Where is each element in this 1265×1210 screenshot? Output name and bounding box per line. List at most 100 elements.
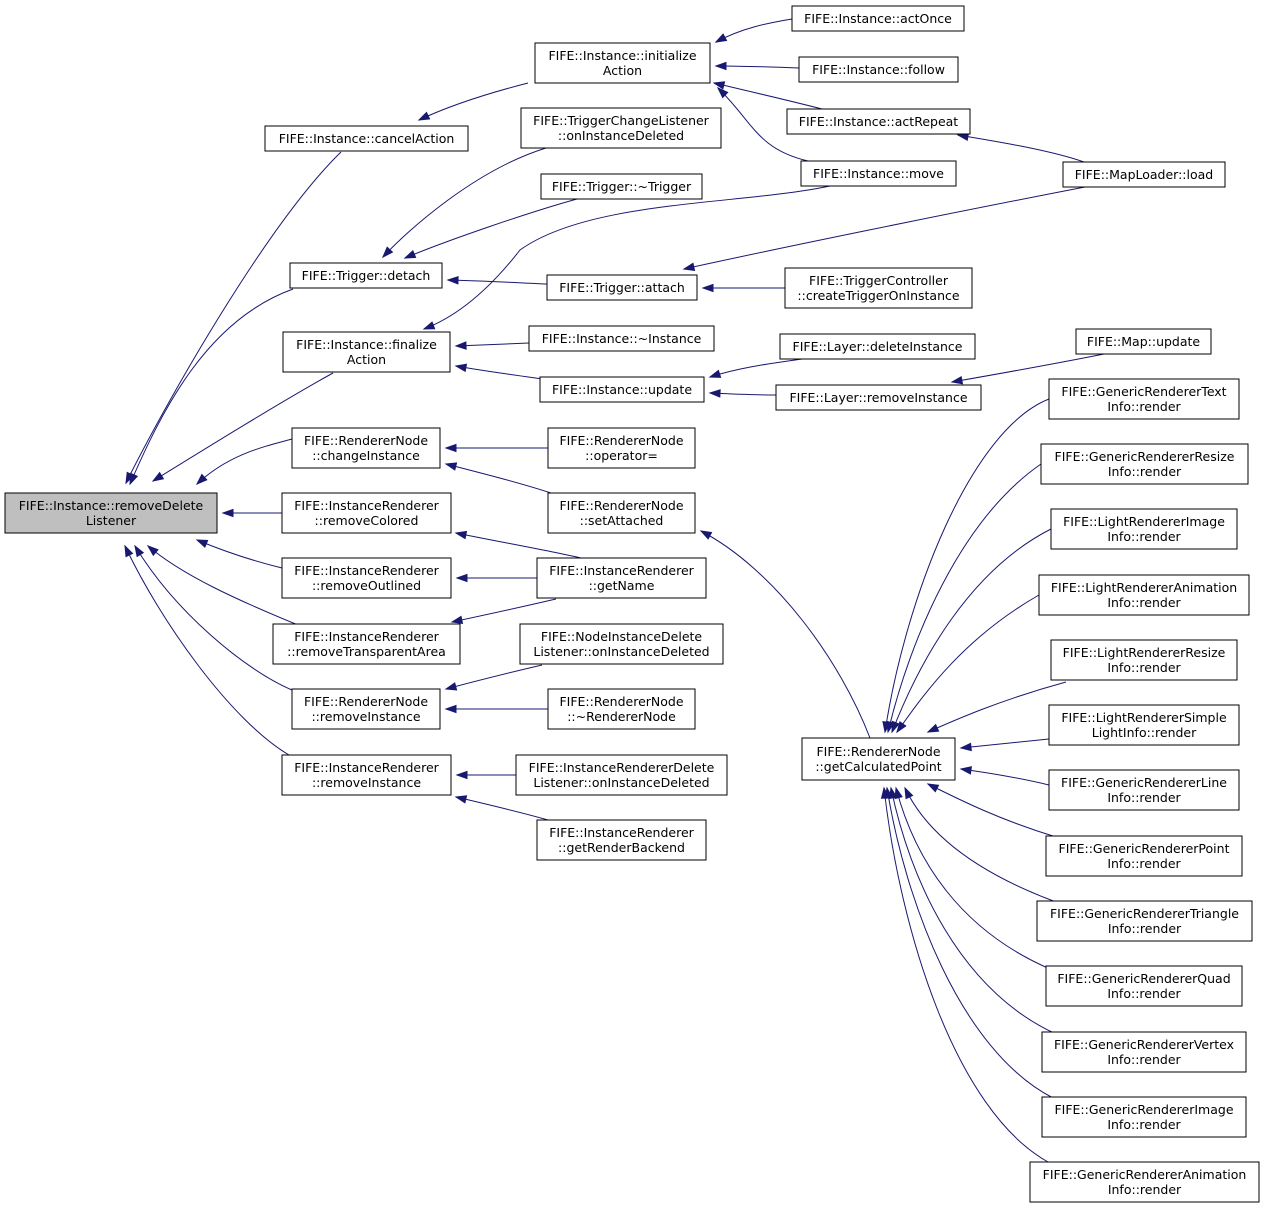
node-label: FIFE::LightRendererAnimation bbox=[1051, 580, 1237, 595]
node-cancelAction[interactable]: FIFE::Instance::cancelAction bbox=[264, 125, 469, 152]
node-irDeleteListener[interactable]: FIFE::InstanceRendererDeleteListener::on… bbox=[515, 754, 728, 796]
node-actOnce[interactable]: FIFE::Instance::actOnce bbox=[791, 5, 965, 32]
edge-arrowhead bbox=[712, 81, 726, 90]
node-label: ::~RendererNode bbox=[567, 709, 676, 724]
node-box bbox=[1038, 574, 1250, 616]
node-box bbox=[520, 107, 722, 149]
node-box bbox=[281, 492, 452, 534]
edge-irRemoveTransparentArea-to-removeDeleteListener bbox=[146, 545, 299, 626]
node-triggerDtor[interactable]: FIFE::Trigger::~Trigger bbox=[540, 173, 703, 200]
edge-arrowhead bbox=[124, 544, 134, 558]
edge-triggerAttach-to-triggerDetach bbox=[446, 275, 548, 285]
node-box bbox=[281, 557, 452, 599]
node-grTriangle[interactable]: FIFE::GenericRendererTriangleInfo::rende… bbox=[1036, 900, 1253, 942]
edge-irDeleteListener-to-irRemoveInstance bbox=[455, 770, 516, 780]
node-label: Info::render bbox=[1107, 790, 1181, 805]
edge-mapLoaderLoad-to-triggerAttach bbox=[682, 186, 1086, 271]
edge-line bbox=[957, 134, 1085, 163]
edge-line bbox=[125, 151, 342, 484]
node-label: Listener::onInstanceDeleted bbox=[533, 775, 709, 790]
edge-actOnce-to-initializeAction bbox=[714, 18, 793, 43]
node-box bbox=[1062, 161, 1226, 188]
node-instanceDtor[interactable]: FIFE::Instance::~Instance bbox=[528, 325, 715, 352]
node-irRemoveColored[interactable]: FIFE::InstanceRenderer::removeColored bbox=[281, 492, 452, 534]
node-irRemoveTransparentArea[interactable]: FIFE::InstanceRenderer::removeTransparen… bbox=[272, 623, 461, 665]
node-label: ::changeInstance bbox=[312, 448, 420, 463]
node-follow[interactable]: FIFE::Instance::follow bbox=[798, 56, 959, 83]
edge-rnOperatorAssign-to-rnChangeInstance bbox=[444, 443, 548, 453]
node-triggerChangeListener[interactable]: FIFE::TriggerChangeListener::onInstanceD… bbox=[520, 107, 722, 149]
edge-line bbox=[717, 87, 809, 162]
node-label: FIFE::Map::update bbox=[1087, 334, 1201, 349]
edge-line bbox=[927, 681, 1067, 733]
edge-grPoint-to-rnGetCalculatedPoint bbox=[926, 783, 1057, 838]
node-box bbox=[1048, 704, 1240, 746]
node-box bbox=[528, 325, 715, 352]
edge-grTriangle-to-rnGetCalculatedPoint bbox=[904, 786, 1057, 903]
node-instanceUpdate[interactable]: FIFE::Instance::update bbox=[539, 376, 705, 403]
node-label: FIFE::Trigger::attach bbox=[559, 280, 685, 295]
node-box bbox=[281, 754, 452, 796]
node-rnSetAttached[interactable]: FIFE::RendererNode::setAttached bbox=[547, 492, 696, 534]
node-actRepeat[interactable]: FIFE::Instance::actRepeat bbox=[786, 108, 971, 135]
node-irRemoveInstance[interactable]: FIFE::InstanceRenderer::removeInstance bbox=[281, 754, 452, 796]
node-label: FIFE::RendererNode bbox=[559, 498, 683, 513]
node-irRemoveOutlined[interactable]: FIFE::InstanceRenderer::removeOutlined bbox=[281, 557, 452, 599]
edge-actRepeat-to-initializeAction bbox=[712, 81, 823, 110]
node-rnOperatorAssign[interactable]: FIFE::RendererNode::operator= bbox=[547, 427, 696, 469]
node-layerRemoveInstance[interactable]: FIFE::Layer::removeInstance bbox=[775, 384, 982, 411]
node-label: ::createTriggerOnInstance bbox=[797, 288, 959, 303]
node-rnGetCalculatedPoint[interactable]: FIFE::RendererNode::getCalculatedPoint bbox=[801, 737, 956, 781]
edge-line bbox=[455, 796, 549, 821]
edge-arrowhead bbox=[146, 545, 159, 557]
edge-lrResize-to-rnGetCalculatedPoint bbox=[926, 681, 1067, 733]
node-label: FIFE::Instance::update bbox=[552, 382, 692, 397]
node-rnDtor[interactable]: FIFE::RendererNode::~RendererNode bbox=[547, 688, 696, 730]
edge-line bbox=[709, 358, 803, 378]
node-label: Info::render bbox=[1107, 986, 1181, 1001]
node-label: FIFE::Instance::finalize bbox=[296, 337, 437, 352]
node-label: Info::render bbox=[1108, 921, 1182, 936]
node-mapLoaderLoad[interactable]: FIFE::MapLoader::load bbox=[1062, 161, 1226, 188]
node-layerDeleteInstance[interactable]: FIFE::Layer::deleteInstance bbox=[779, 333, 976, 360]
edge-arrowhead bbox=[129, 472, 139, 486]
edge-line bbox=[418, 82, 529, 121]
node-lrSimpleLight[interactable]: FIFE::LightRendererSimpleLightInfo::rend… bbox=[1048, 704, 1240, 746]
node-label: FIFE::InstanceRenderer bbox=[294, 563, 439, 578]
node-createTrigger[interactable]: FIFE::TriggerController::createTriggerOn… bbox=[784, 267, 973, 309]
node-irGetName[interactable]: FIFE::InstanceRenderer::getName bbox=[536, 557, 707, 599]
node-mapUpdate[interactable]: FIFE::Map::update bbox=[1075, 328, 1212, 355]
edge-grAnimation-to-rnGetCalculatedPoint bbox=[880, 786, 1049, 1163]
node-rnChangeInstance[interactable]: FIFE::RendererNode::changeInstance bbox=[291, 427, 441, 469]
node-nodeInstanceDeleteListener[interactable]: FIFE::NodeInstanceDeleteListener::onInst… bbox=[519, 623, 724, 665]
node-label: ::onInstanceDeleted bbox=[558, 128, 684, 143]
node-box bbox=[546, 274, 698, 301]
node-irGetRenderBackend[interactable]: FIFE::InstanceRenderer::getRenderBackend bbox=[536, 819, 707, 861]
node-move[interactable]: FIFE::Instance::move bbox=[800, 160, 957, 187]
node-triggerAttach[interactable]: FIFE::Trigger::attach bbox=[546, 274, 698, 301]
edge-arrowhead bbox=[959, 766, 972, 775]
edge-rnDtor-to-rnRemoveInstance bbox=[444, 704, 548, 714]
edge-rnRemoveInstance-to-removeDeleteListener bbox=[134, 544, 293, 691]
node-rnRemoveInstance[interactable]: FIFE::RendererNode::removeInstance bbox=[291, 688, 441, 730]
node-label: FIFE::RendererNode bbox=[816, 744, 940, 759]
node-label: ::removeColored bbox=[315, 513, 419, 528]
node-label: Info::render bbox=[1107, 595, 1181, 610]
node-grAnimation[interactable]: FIFE::GenericRendererAnimationInfo::rend… bbox=[1029, 1161, 1260, 1203]
node-label: FIFE::LightRendererSimple bbox=[1061, 710, 1227, 725]
edge-lrImage-to-rnGetCalculatedPoint bbox=[891, 528, 1052, 734]
node-triggerDetach[interactable]: FIFE::Trigger::detach bbox=[289, 262, 443, 289]
node-box bbox=[1045, 965, 1243, 1007]
